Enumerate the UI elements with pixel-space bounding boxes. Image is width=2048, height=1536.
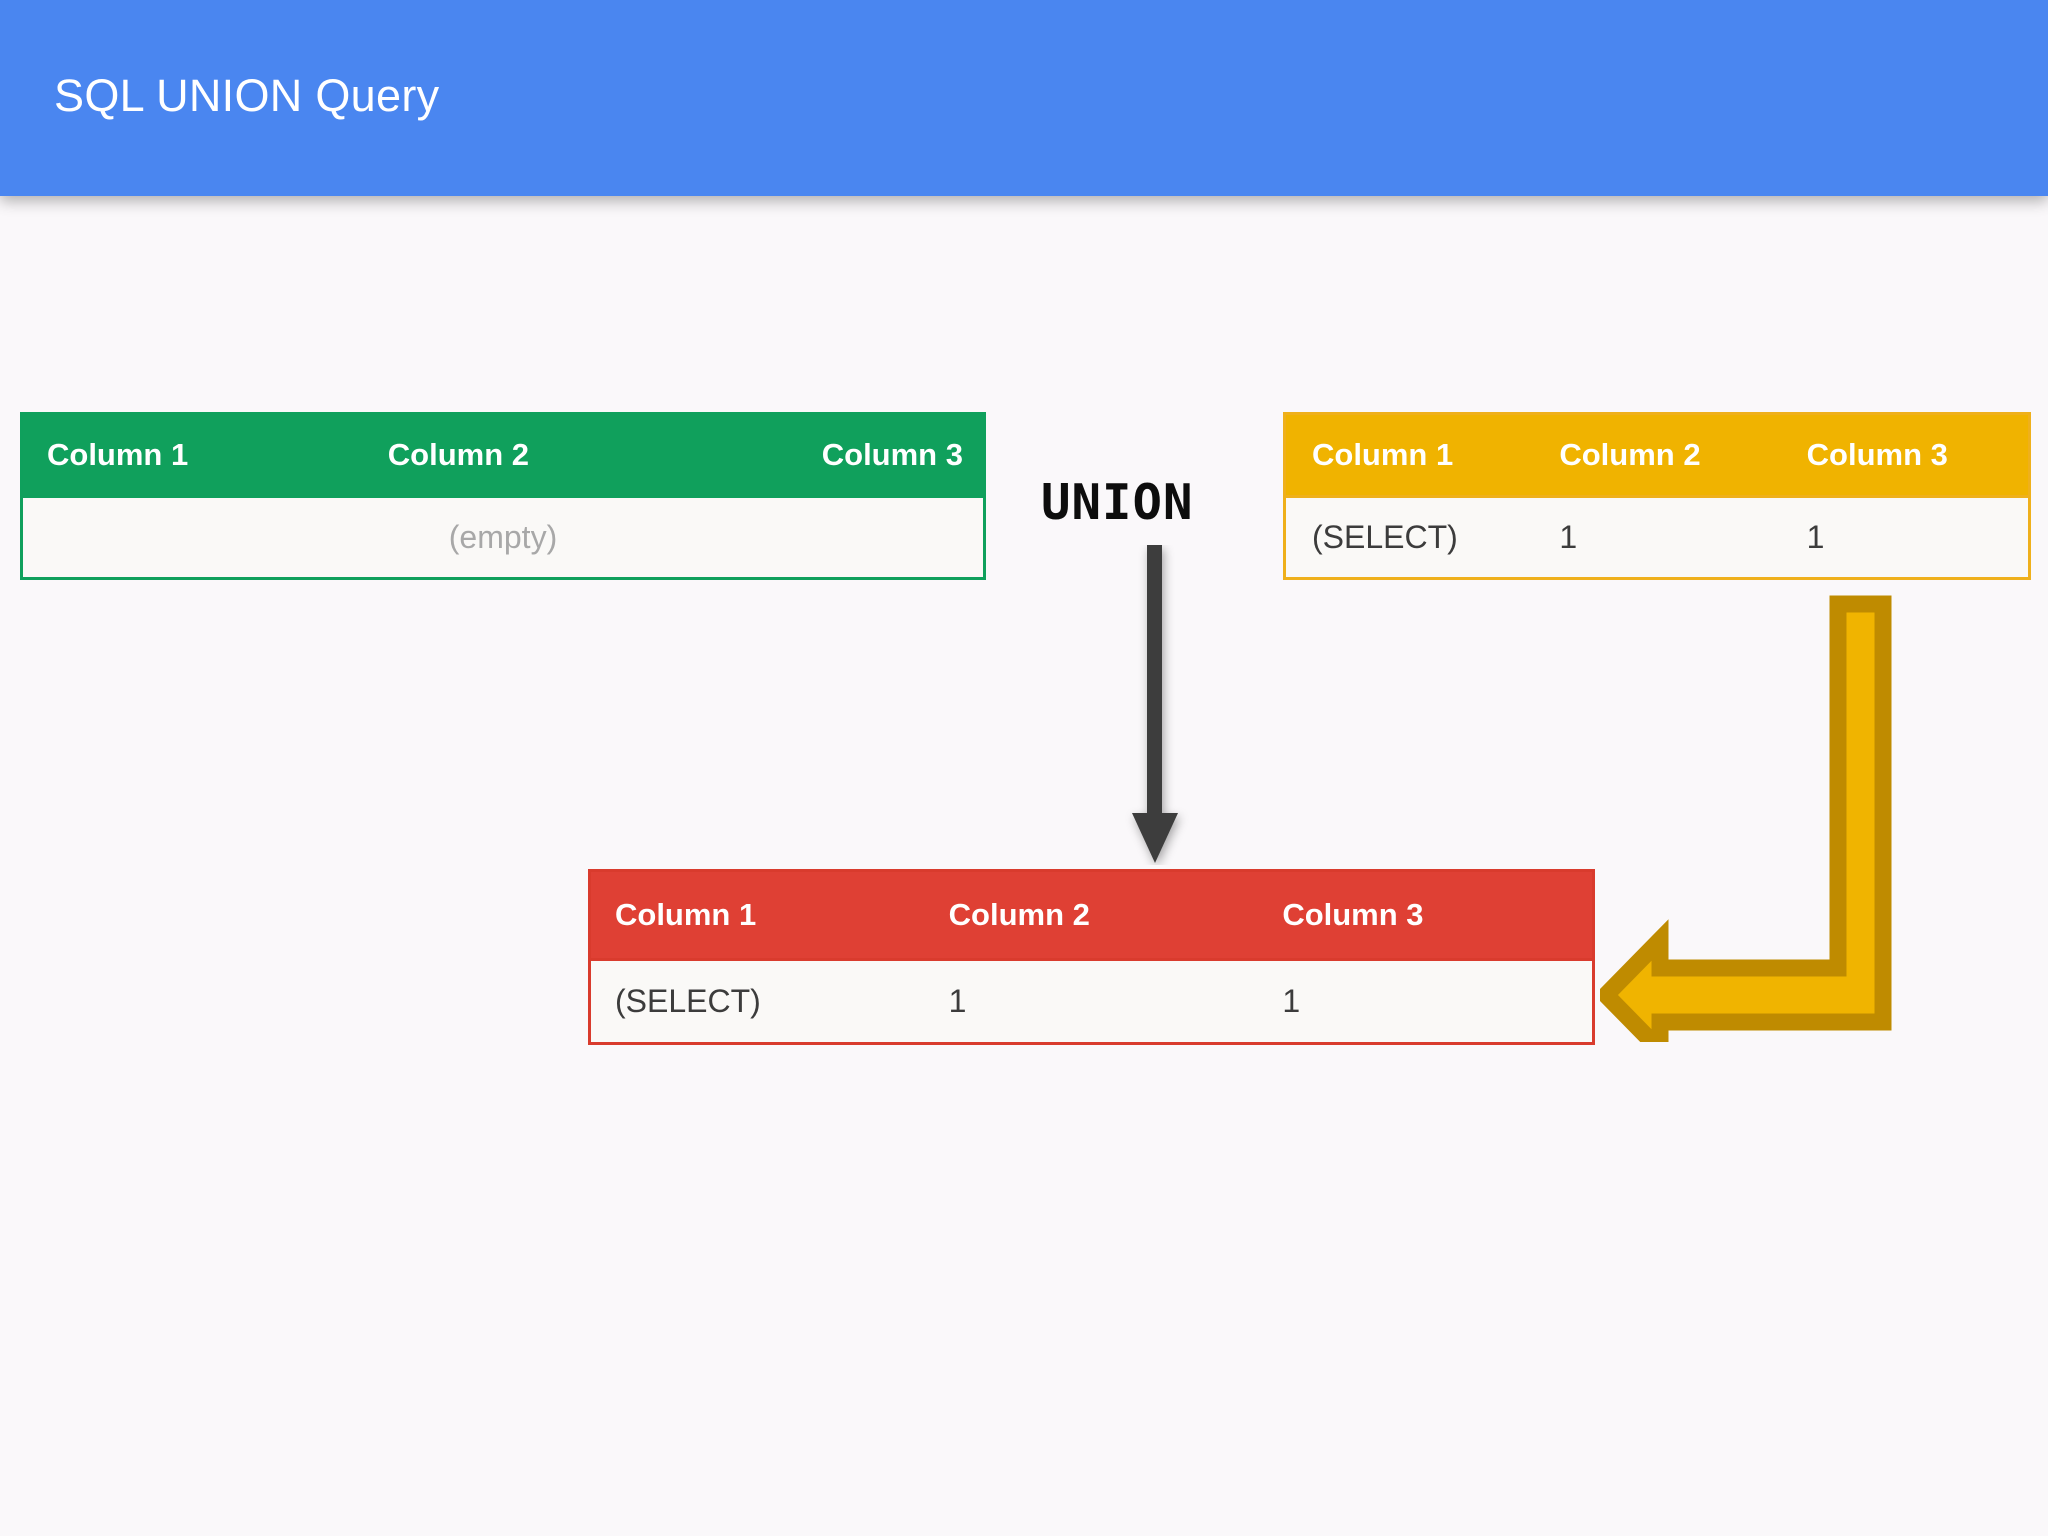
column-header-3: Column 3 xyxy=(1806,437,1948,472)
page-title: SQL UNION Query xyxy=(54,70,440,121)
column-header-2: Column 2 xyxy=(948,897,1090,932)
join-elbow-arrow-icon xyxy=(1600,595,1892,1042)
table-row: (SELECT) 1 1 xyxy=(1286,495,2028,577)
column-header-3: Column 3 xyxy=(1282,897,1424,932)
empty-row-label: (empty) xyxy=(448,519,558,555)
union-down-arrow-icon xyxy=(1132,545,1178,863)
cell-column-1: (SELECT) xyxy=(615,983,761,1019)
column-header-1: Column 1 xyxy=(47,437,189,472)
column-header-2: Column 2 xyxy=(1559,437,1701,472)
table-row: (SELECT) 1 1 xyxy=(591,958,1592,1042)
table-header-row: Column 1 Column 2 Column 3 xyxy=(591,872,1592,958)
table-header-row: Column 1 Column 2 Column 3 xyxy=(23,415,983,495)
table-row: (empty) xyxy=(23,495,983,577)
table-header-row: Column 1 Column 2 Column 3 xyxy=(1286,415,2028,495)
cell-column-2: 1 xyxy=(1559,519,1578,555)
cell-column-3: 1 xyxy=(1282,983,1301,1019)
column-header-1: Column 1 xyxy=(1312,437,1454,472)
column-header-1: Column 1 xyxy=(615,897,757,932)
app-header: SQL UNION Query xyxy=(0,0,2048,196)
left-select-table: Column 1 Column 2 Column 3 (empty) xyxy=(20,412,986,580)
cell-column-3: 1 xyxy=(1806,519,1825,555)
column-header-3: Column 3 xyxy=(821,437,963,472)
union-result-table: Column 1 Column 2 Column 3 (SELECT) 1 1 xyxy=(588,869,1595,1045)
union-operator-label: UNION xyxy=(1041,474,1194,531)
cell-column-1: (SELECT) xyxy=(1312,519,1458,555)
column-header-2: Column 2 xyxy=(387,437,530,472)
cell-column-2: 1 xyxy=(948,983,967,1019)
right-select-table: Column 1 Column 2 Column 3 (SELECT) 1 1 xyxy=(1283,412,2031,580)
